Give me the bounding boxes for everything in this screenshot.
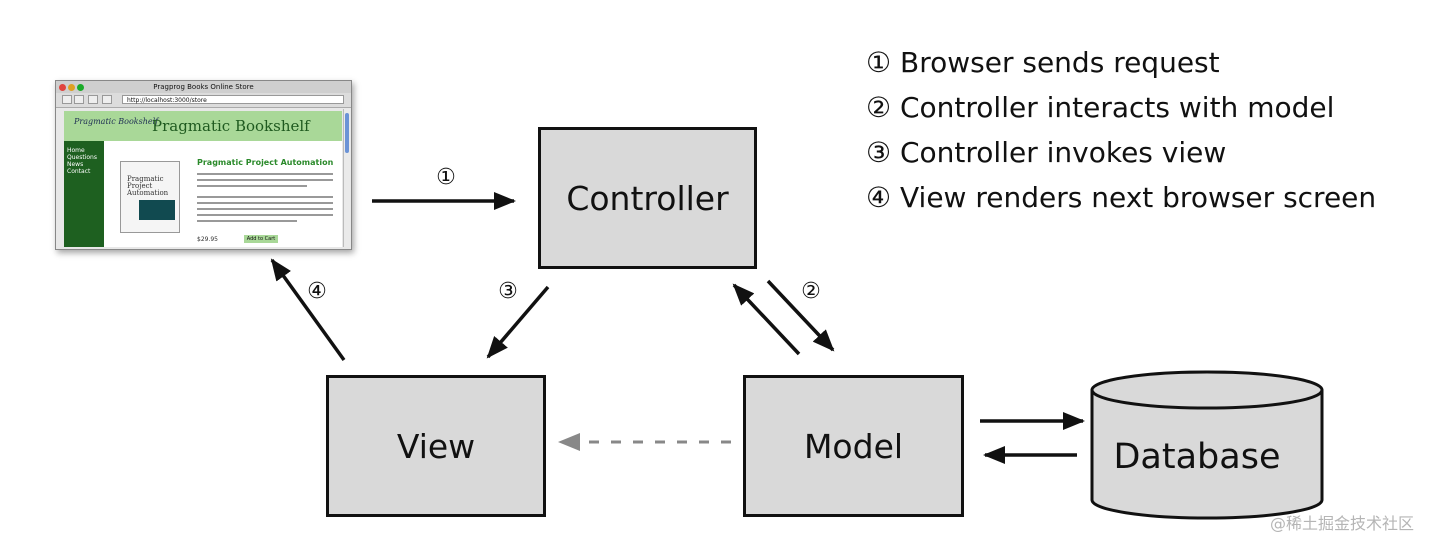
store-logo: Pragmatic Bookshelf <box>74 117 159 126</box>
browser-url-field: http://localhost:3000/store <box>122 95 344 104</box>
book-cover-image <box>139 200 175 220</box>
nav-questions: Questions <box>67 154 97 161</box>
step-label-1: ① <box>436 165 456 190</box>
text-line <box>197 202 333 204</box>
product-price: $29.95 <box>197 236 218 243</box>
arrow-controller-to-model <box>766 279 835 352</box>
add-bookmark-icon <box>102 95 112 104</box>
window-controls <box>59 83 86 95</box>
text-line <box>197 208 333 210</box>
database-label: Database <box>1113 437 1280 477</box>
text-line <box>197 173 333 175</box>
zoom-dot-icon <box>77 84 84 91</box>
minimize-dot-icon <box>68 84 75 91</box>
browser-titlebar: Pragprog Books Online Store <box>56 81 351 93</box>
text-line <box>197 185 307 187</box>
nav-news: News <box>67 161 84 168</box>
book-cover-text: Pragmatic Project Automation <box>127 175 169 197</box>
step-label-3: ③ <box>498 279 518 304</box>
database-cylinder <box>1090 370 1324 520</box>
close-dot-icon <box>59 84 66 91</box>
controller-box: Controller <box>538 127 757 269</box>
browser-scrollbar <box>343 109 350 247</box>
product-title: Pragmatic Project Automation <box>197 158 334 167</box>
text-line <box>197 196 333 198</box>
text-line <box>197 220 297 222</box>
step-label-2: ② <box>801 279 821 304</box>
legend-item-3: ③ Controller invokes view <box>866 136 1227 169</box>
text-line <box>197 179 333 181</box>
reload-icon <box>88 95 98 104</box>
legend-item-4: ④ View renders next browser screen <box>866 181 1377 214</box>
step-label-4: ④ <box>307 279 327 304</box>
controller-label: Controller <box>566 178 729 218</box>
legend: ① Browser sends request ② Controller int… <box>866 40 1376 220</box>
store-title: Pragmatic Bookshelf <box>152 117 310 135</box>
store-content: Pragmatic Project Automation Pragmatic P… <box>104 141 342 247</box>
text-line <box>197 214 333 216</box>
add-to-cart-button: Add to Cart <box>244 235 278 243</box>
view-box: View <box>326 375 546 517</box>
legend-item-2: ② Controller interacts with model <box>866 91 1335 124</box>
back-icon <box>62 95 72 104</box>
browser-toolbar: http://localhost:3000/store <box>56 93 351 108</box>
model-box: Model <box>743 375 964 517</box>
store-sidebar: Home Questions News Contact <box>64 141 104 247</box>
forward-icon <box>74 95 84 104</box>
nav-contact: Contact <box>67 168 91 175</box>
legend-item-1: ① Browser sends request <box>866 46 1220 79</box>
browser-window-title: Pragprog Books Online Store <box>153 83 254 91</box>
book-cover: Pragmatic Project Automation <box>120 161 180 233</box>
browser-screenshot: Pragprog Books Online Store http://local… <box>55 80 352 250</box>
view-label: View <box>396 426 476 466</box>
watermark: @稀土掘金技术社区 <box>1270 514 1415 533</box>
arrow-controller-to-view <box>486 285 550 359</box>
scrollbar-thumb <box>345 113 349 153</box>
store-banner: Pragmatic Bookshelf Pragmatic Bookshelf <box>64 111 342 141</box>
nav-home: Home <box>67 147 85 154</box>
arrow-model-to-controller <box>732 283 801 356</box>
model-label: Model <box>803 426 904 466</box>
arrow-view-to-browser <box>270 258 346 362</box>
